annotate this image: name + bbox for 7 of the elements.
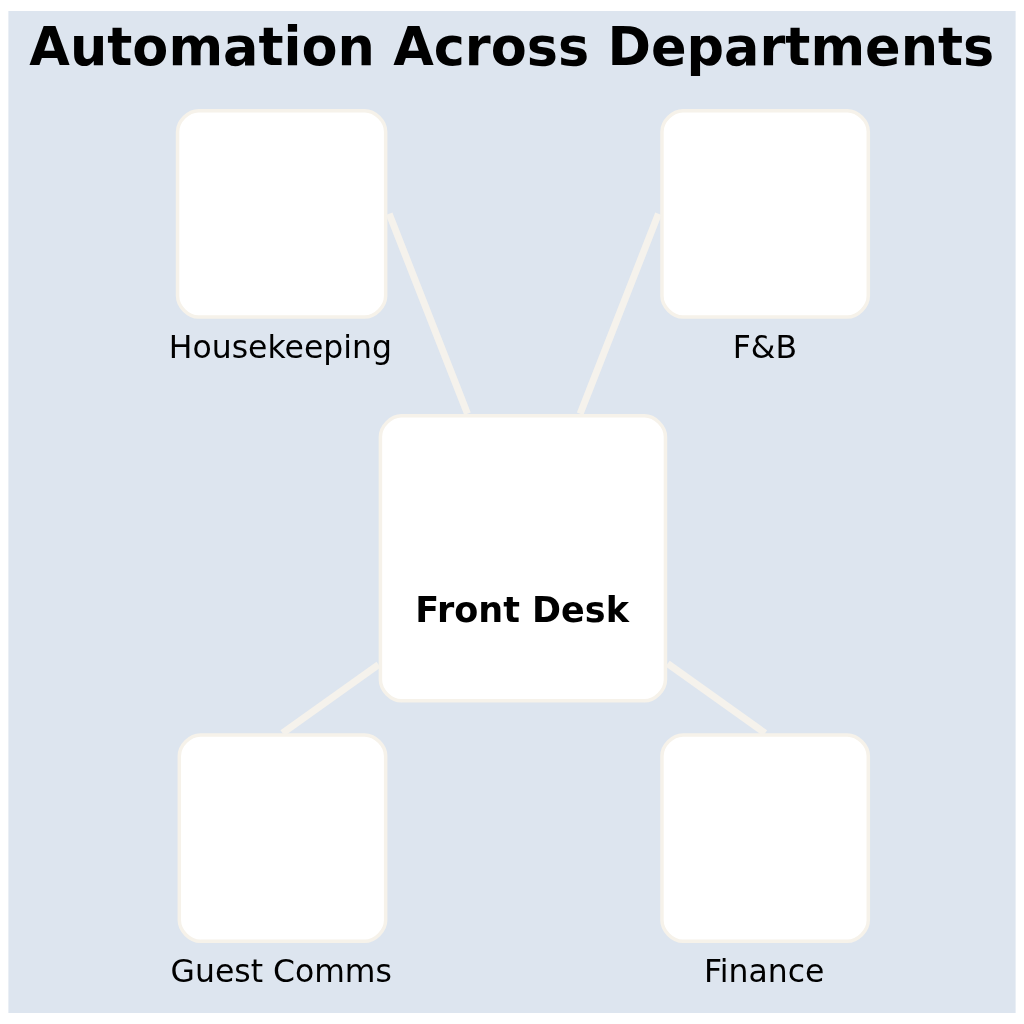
node-label: Guest Comms	[170, 953, 392, 990]
connector	[576, 212, 662, 415]
diagram-title: Automation Across Departments	[29, 16, 995, 78]
node-label: Housekeeping	[168, 328, 392, 365]
connector	[385, 212, 471, 415]
node-label: F&B	[732, 328, 798, 365]
node-label: Finance	[703, 953, 825, 990]
